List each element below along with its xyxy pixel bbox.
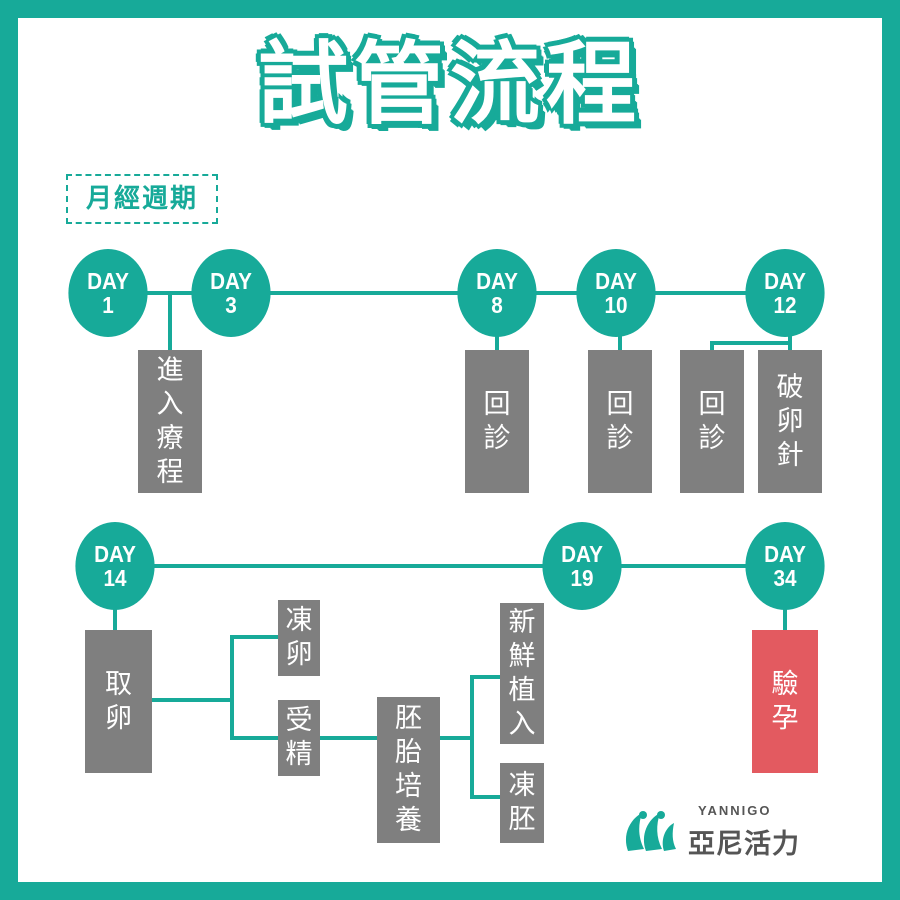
page-title: 試管流程 (258, 32, 642, 137)
step-revisit-day10: 回診 (588, 350, 652, 493)
step-pregnancy-test-text: 驗孕 (771, 668, 799, 734)
step-embryo-culture-text: 胚胎培養 (395, 703, 422, 836)
step-trigger-shot-text: 破卵針 (776, 371, 804, 471)
day-3-number: 3 (225, 292, 237, 318)
day-8-label: DAY (476, 268, 518, 294)
step-fertilization: 受精 (278, 700, 320, 776)
step-revisit-day8: 回診 (465, 350, 529, 493)
step-embryo-freezing-text: 凍胚 (508, 770, 536, 835)
day-3-circle: DAY 3 (191, 249, 271, 337)
step-pregnancy-test: 驗孕 (752, 630, 818, 773)
day-34-number: 34 (773, 565, 797, 591)
step-revisit-day10-text: 回診 (606, 388, 634, 454)
step-fresh-transfer-text: 新鮮植入 (508, 606, 536, 740)
cycle-label: 月經週期 (66, 174, 218, 224)
step-revisit-day12-text: 回診 (698, 388, 726, 454)
day-34-label: DAY (764, 541, 806, 567)
yannigo-bird-logo-icon (625, 811, 676, 851)
day-34-circle: DAY 34 (745, 522, 825, 610)
step-egg-freezing: 凍卵 (278, 600, 320, 676)
step-egg-retrieval: 取卵 (85, 630, 152, 773)
connector-freeze-fertilize (230, 635, 278, 740)
day-14-circle: DAY 14 (75, 522, 155, 610)
step-embryo-culture: 胚胎培養 (377, 697, 440, 843)
day-14-label: DAY (94, 541, 136, 567)
connector-transfer-freeze (470, 675, 500, 799)
day-8-number: 8 (491, 292, 503, 318)
day-19-number: 19 (570, 565, 594, 591)
step-revisit-day8-text: 回診 (483, 388, 511, 454)
day-12-circle: DAY 12 (745, 249, 825, 337)
step-egg-freezing-text: 凍卵 (285, 605, 313, 670)
step-fertilization-text: 受精 (285, 705, 313, 770)
day-8-circle: DAY 8 (457, 249, 537, 337)
step-revisit-day12: 回診 (680, 350, 744, 493)
step-fresh-transfer: 新鮮植入 (500, 603, 544, 744)
day-1-number: 1 (102, 292, 114, 318)
day-1-circle: DAY 1 (68, 249, 148, 337)
day-10-number: 10 (604, 292, 628, 318)
step-egg-retrieval-text: 取卵 (105, 668, 132, 734)
step-embryo-freezing: 凍胚 (500, 763, 544, 843)
day-12-number: 12 (773, 292, 797, 318)
day-12-label: DAY (764, 268, 806, 294)
step-enter-treatment-text: 進入療程 (156, 354, 184, 488)
day-19-circle: DAY 19 (542, 522, 622, 610)
day-1-label: DAY (87, 268, 129, 294)
day-14-number: 14 (103, 565, 127, 591)
logo-chinese-text: 亞尼活力 (688, 829, 800, 860)
step-enter-treatment: 進入療程 (138, 350, 202, 493)
connector-day12-revisit (710, 341, 790, 352)
day-10-circle: DAY 10 (576, 249, 656, 337)
day-3-label: DAY (210, 268, 252, 294)
step-trigger-shot: 破卵針 (758, 350, 822, 493)
day-19-label: DAY (561, 541, 603, 567)
day-10-label: DAY (595, 268, 637, 294)
logo-latin-text: YANNIGO (698, 803, 772, 818)
